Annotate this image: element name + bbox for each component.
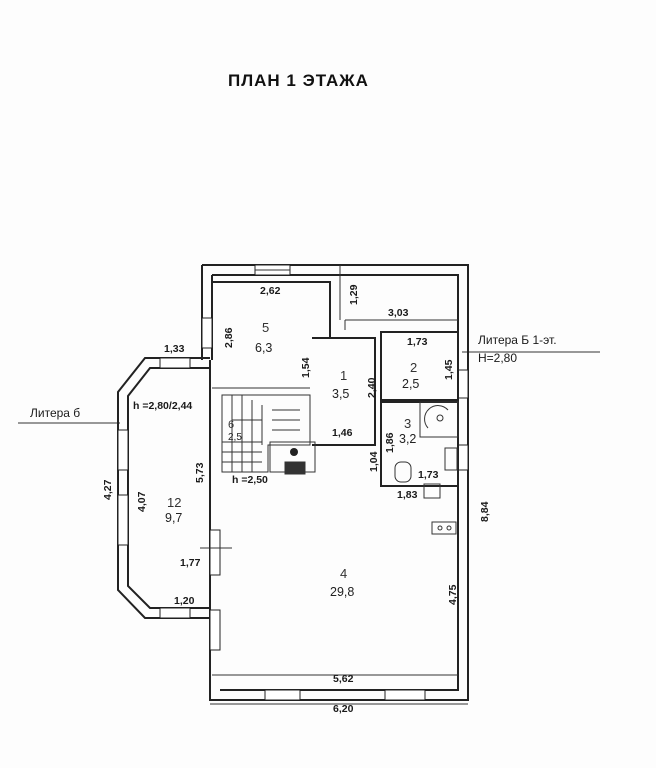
dim-1-20: 1,20 bbox=[174, 595, 195, 607]
room-12-number: 12 bbox=[167, 495, 181, 510]
room-12-area: 9,7 bbox=[165, 511, 182, 525]
washbasin-icon bbox=[423, 483, 441, 499]
sink-icon bbox=[444, 447, 458, 471]
dim-1-46: 1,46 bbox=[332, 427, 353, 439]
dim-1-73-top: 1,73 bbox=[407, 336, 428, 348]
dim-3-03: 3,03 bbox=[388, 307, 409, 319]
room-6-number: 6 bbox=[228, 419, 234, 431]
window-left-1 bbox=[201, 317, 213, 349]
dim-1-86: 1,86 bbox=[384, 432, 396, 453]
toilet-icon bbox=[394, 461, 412, 483]
dim-8-84: 8,84 bbox=[479, 501, 491, 522]
dim-2-62: 2,62 bbox=[260, 285, 281, 297]
litera-b-left-label: Литера б bbox=[30, 406, 80, 420]
stair-6 bbox=[221, 394, 311, 473]
window-bottom-1 bbox=[264, 689, 301, 701]
height-stair: h =2,50 bbox=[232, 474, 268, 486]
appliance-icon bbox=[431, 521, 457, 535]
dim-2-40: 2,40 bbox=[366, 377, 378, 398]
room-4-number: 4 bbox=[340, 566, 347, 581]
dim-4-27: 4,27 bbox=[102, 479, 114, 500]
dim-4-07: 4,07 bbox=[136, 491, 148, 512]
room-1-area: 3,5 bbox=[332, 387, 349, 401]
room-1-number: 1 bbox=[340, 368, 347, 383]
dim-1-83: 1,83 bbox=[397, 489, 418, 501]
height-right-label: Н=2,80 bbox=[478, 351, 517, 365]
room-1-walls bbox=[312, 337, 376, 446]
room-2-number: 2 bbox=[410, 360, 417, 375]
window-left-3 bbox=[209, 609, 221, 651]
height-veranda: h =2,80/2,44 bbox=[133, 400, 192, 412]
room-2-walls bbox=[380, 331, 459, 401]
veranda-12 bbox=[117, 357, 210, 619]
room-2-area: 2,5 bbox=[402, 377, 419, 391]
dim-5-62: 5,62 bbox=[333, 673, 354, 685]
room-3-area: 3,2 bbox=[399, 432, 416, 446]
room-5-area: 6,3 bbox=[255, 341, 272, 355]
plan-title: ПЛАН 1 ЭТАЖА bbox=[228, 71, 369, 90]
dim-1-77: 1,77 bbox=[180, 557, 201, 569]
dim-1-33: 1,33 bbox=[164, 343, 185, 355]
window-bottom-2 bbox=[384, 689, 426, 701]
dim-1-73-bottom: 1,73 bbox=[418, 469, 439, 481]
room-6-area: 2,5 bbox=[228, 432, 242, 443]
room-3-number: 3 bbox=[404, 416, 411, 431]
room-4-area: 29,8 bbox=[330, 585, 354, 599]
dim-6-20: 6,20 bbox=[333, 703, 354, 715]
window-right-1 bbox=[457, 369, 469, 399]
dim-1-04: 1,04 bbox=[368, 451, 380, 472]
room-5-number: 5 bbox=[262, 320, 269, 335]
dim-2-86: 2,86 bbox=[223, 327, 235, 348]
window-right-2 bbox=[457, 444, 469, 471]
dim-1-45: 1,45 bbox=[443, 359, 455, 380]
litera-B-right-label: Литера Б 1-эт. bbox=[478, 333, 557, 347]
dim-4-75: 4,75 bbox=[447, 584, 459, 605]
dim-1-54: 1,54 bbox=[300, 357, 312, 378]
window-left-2 bbox=[209, 529, 221, 576]
shower-tray bbox=[419, 401, 459, 438]
dim-1-29: 1,29 bbox=[348, 284, 360, 305]
dim-5-73: 5,73 bbox=[194, 462, 206, 483]
